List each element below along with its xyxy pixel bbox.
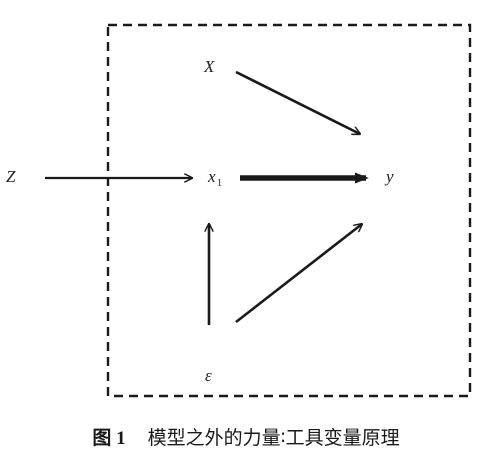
causal-diagram: X Z x 1 y ε: [6, 23, 472, 398]
node-Z-label: Z: [6, 167, 16, 186]
arrow-X-to-y: [235, 70, 360, 136]
arrow-epsilon-to-y: [235, 224, 362, 324]
node-x1-label: x: [207, 167, 216, 186]
node-x1-subscript: 1: [217, 178, 222, 189]
node-X-label: X: [203, 57, 215, 76]
figure-title: 模型之外的力量∶工具变量原理: [147, 427, 400, 449]
node-y-label: y: [384, 167, 394, 186]
model-boundary-box: [106, 23, 472, 398]
node-epsilon-label: ε: [205, 366, 212, 385]
figure-caption: 图 1 模型之外的力量∶工具变量原理: [0, 423, 492, 450]
figure-number: 图 1: [92, 428, 126, 449]
